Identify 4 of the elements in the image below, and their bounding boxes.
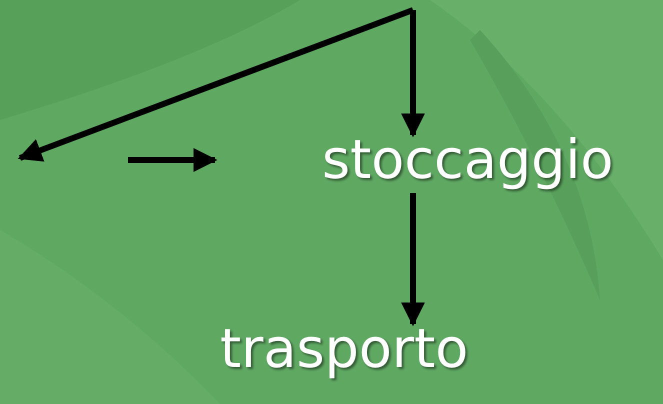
arrow [401,193,425,326]
node-label: trasporto [220,322,468,376]
arrow [401,10,425,138]
node-label: stoccaggio [322,133,614,187]
